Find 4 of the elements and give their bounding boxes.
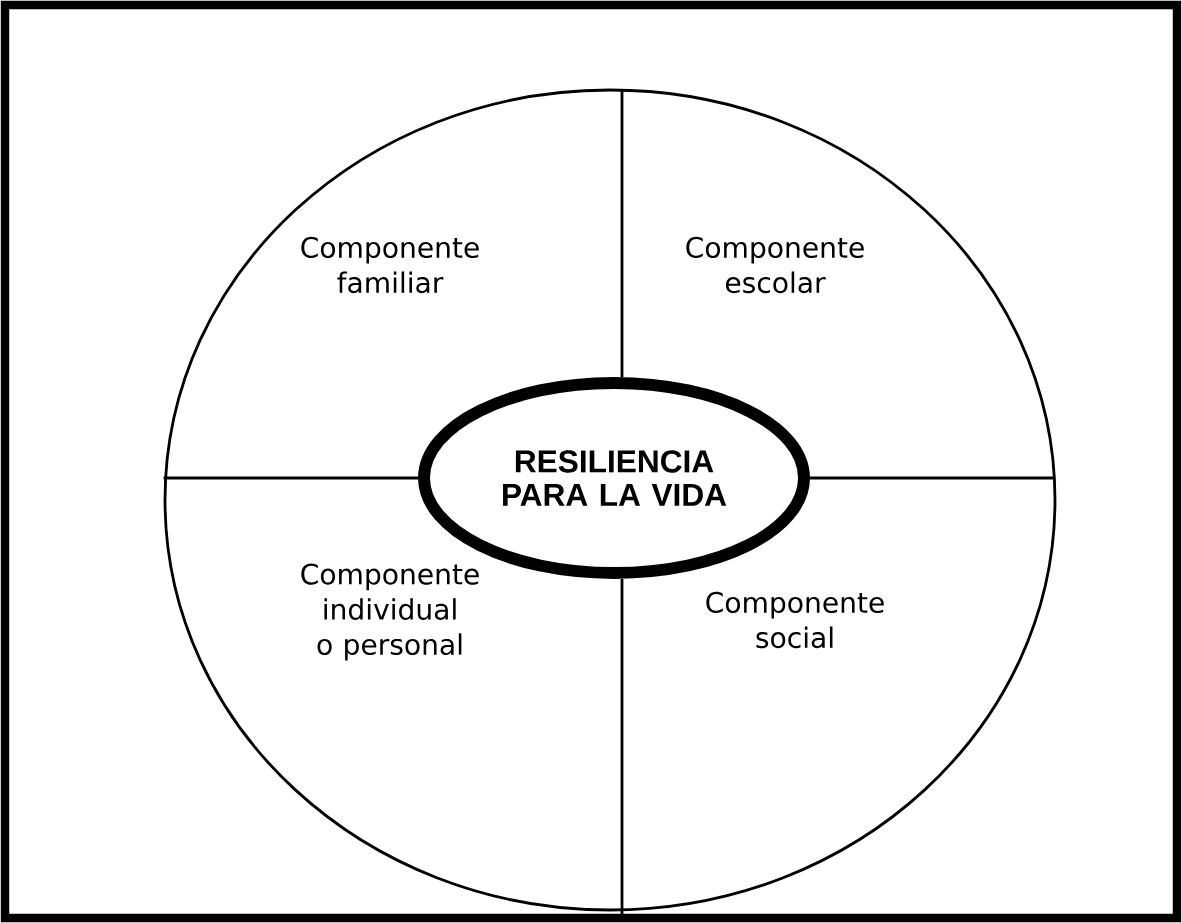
circle-diagram	[163, 88, 1057, 912]
quadrant-label: Componente escolar	[686, 236, 864, 294]
quadrant-label: Componente social	[706, 591, 884, 649]
quadrant-label: Componente familiar	[301, 236, 479, 294]
